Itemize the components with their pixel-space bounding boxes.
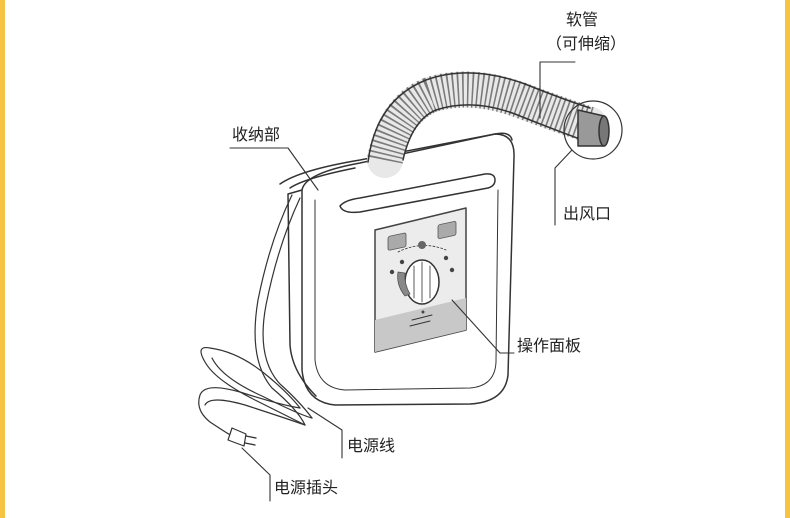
storage-slot xyxy=(279,132,513,185)
hose-icon xyxy=(367,71,610,178)
power-cord xyxy=(198,194,313,437)
right-border xyxy=(785,0,790,518)
air-outlet-label: 出风口 xyxy=(563,204,612,223)
power-plug-icon xyxy=(227,427,257,447)
hose-note-label: （可伸缩） xyxy=(546,34,627,53)
dryer-side xyxy=(287,189,317,397)
vent-slot xyxy=(339,173,496,214)
power-cord-label: 电源线 xyxy=(347,436,396,455)
left-border xyxy=(0,0,5,518)
hose-label: 软管 xyxy=(566,10,599,29)
storage-label: 收纳部 xyxy=(232,125,281,144)
outlet-callout-circle xyxy=(563,100,623,160)
leader-lines xyxy=(229,61,576,502)
control-panel-label: 操作面板 xyxy=(517,336,582,355)
control-panel xyxy=(374,207,467,353)
power-plug-label: 电源插头 xyxy=(274,478,339,497)
